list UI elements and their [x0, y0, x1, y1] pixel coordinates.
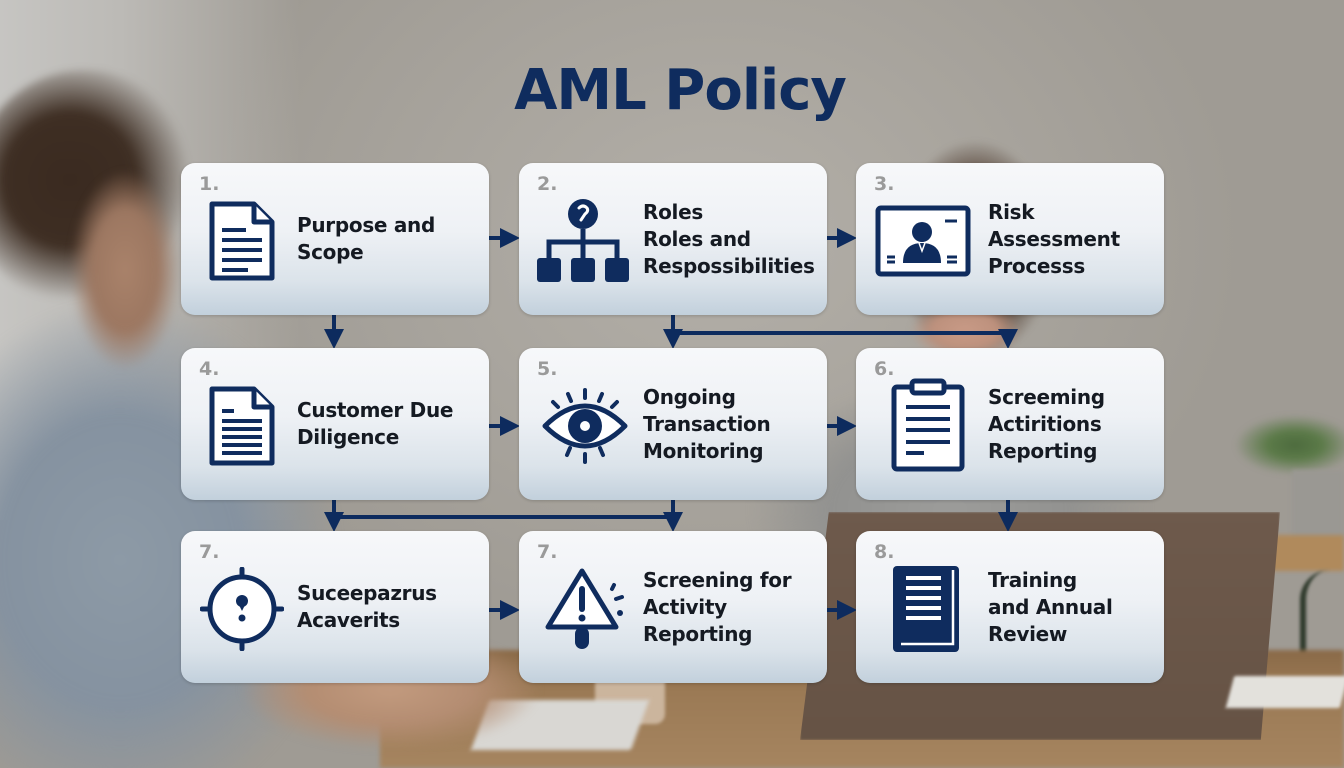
id-card-icon [874, 197, 972, 285]
org-chart-icon [533, 197, 633, 285]
step-label: Roles Roles and Respossibilities [643, 163, 829, 315]
step-number: 3. [874, 173, 895, 195]
step-number: 1. [199, 173, 220, 195]
step-label: Screening for Activity Reporting [643, 531, 829, 683]
book-icon [890, 561, 962, 657]
step-card-9[interactable]: 8. Training and Annual Review [856, 531, 1164, 683]
step-label: Risk Assessment Processs [988, 163, 1174, 315]
step-card-6[interactable]: 6. Screeming Actiritions Reporting [856, 348, 1164, 500]
step-card-4[interactable]: 4. Customer Due Diligence [181, 348, 489, 500]
page-title: AML Policy [514, 58, 847, 123]
step-card-8[interactable]: 7. Screening for Activity Reporting [519, 531, 827, 683]
step-label-text: Ongoing Transaction Monitoring [643, 384, 771, 463]
step-number: 7. [199, 541, 220, 563]
step-number: 2. [537, 173, 558, 195]
step-label: Suceepazrus Acaverits [297, 531, 483, 683]
arrow-2-6 [680, 329, 1018, 349]
step-number: 4. [199, 358, 220, 380]
plant-stand [1300, 570, 1344, 680]
document-icon [203, 382, 281, 470]
step-label: Purpose and Scope [297, 163, 483, 315]
step-card-2[interactable]: 2. Roles Roles and Respossibilities [519, 163, 827, 315]
step-label-text: Risk Assessment Processs [988, 199, 1120, 278]
warning-icon [541, 565, 631, 653]
eye-icon [539, 382, 631, 470]
man-face [70, 170, 190, 380]
step-card-7[interactable]: 7. Suceepazrus Acaverits [181, 531, 489, 683]
step-card-3[interactable]: 3. Risk Assessment Processs [856, 163, 1164, 315]
step-number: 7. [537, 541, 558, 563]
arrow-4-8 [340, 512, 683, 532]
step-label: Training and Annual Review [988, 531, 1174, 683]
step-label-text: Purpose and Scope [297, 213, 435, 264]
step-label-text: Roles Roles and Respossibilities [643, 199, 815, 278]
step-label-text: Screeming Actiritions Reporting [988, 384, 1105, 463]
step-label-text: Suceepazrus Acaverits [297, 581, 437, 632]
document-icon [203, 197, 281, 285]
step-number: 8. [874, 541, 895, 563]
step-number: 6. [874, 358, 895, 380]
step-label: Ongoing Transaction Monitoring [643, 348, 829, 500]
step-card-1[interactable]: 1. Purpose and Scope [181, 163, 489, 315]
wooden-shelf [1270, 535, 1344, 571]
step-card-5[interactable]: 5. Ongoing Transaction Monitoring [519, 348, 827, 500]
target-alert-icon [199, 565, 285, 653]
step-label: Customer Due Diligence [297, 348, 483, 500]
clipboard-icon [888, 376, 968, 474]
plant-pot [1292, 470, 1344, 542]
step-label-text: Screening for Activity Reporting [643, 567, 792, 646]
step-label: Screeming Actiritions Reporting [988, 348, 1174, 500]
step-number: 5. [537, 358, 558, 380]
step-label-text: Training and Annual Review [988, 567, 1113, 646]
step-label-text: Customer Due Diligence [297, 398, 454, 449]
